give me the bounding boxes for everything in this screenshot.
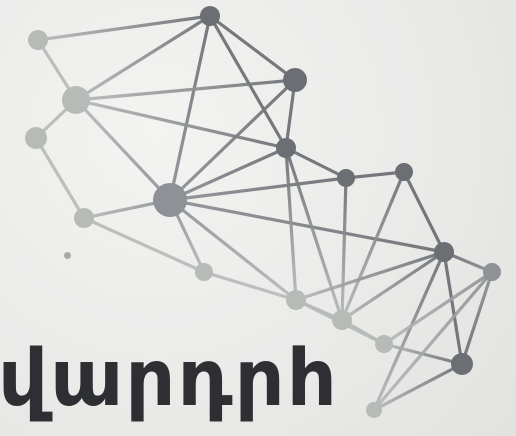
- network-node: [25, 127, 47, 149]
- network-edge: [462, 272, 492, 364]
- network-node: [286, 290, 306, 310]
- network-edge: [204, 272, 296, 300]
- network-node: [74, 208, 94, 228]
- network-node: [375, 335, 393, 353]
- network-node: [395, 163, 413, 181]
- network-node: [366, 402, 382, 418]
- network-edge: [76, 16, 210, 100]
- network-node: [451, 353, 473, 375]
- network-node: [483, 263, 501, 281]
- network-node: [195, 263, 213, 281]
- network-node: [283, 68, 307, 92]
- network-edge: [374, 364, 462, 410]
- network-edge: [170, 80, 295, 200]
- network-edge: [342, 178, 346, 320]
- network-node: [153, 183, 187, 217]
- network-edge: [36, 138, 84, 218]
- network-node: [200, 6, 220, 26]
- network-edge: [210, 16, 295, 80]
- network-edge: [84, 218, 204, 272]
- network-edge: [296, 252, 444, 300]
- network-node: [28, 30, 48, 50]
- network-edge: [38, 16, 210, 40]
- decorative-speck: [64, 252, 71, 259]
- network-edge: [76, 100, 286, 148]
- network-node: [337, 169, 355, 187]
- network-edge: [170, 16, 210, 200]
- network-edge: [76, 80, 295, 100]
- network-node: [276, 138, 296, 158]
- network-edge: [170, 200, 296, 300]
- network-node: [434, 242, 454, 262]
- network-edge: [404, 172, 444, 252]
- network-node: [62, 86, 90, 114]
- page-caption: վարդրհ: [0, 340, 339, 418]
- network-node: [332, 310, 352, 330]
- network-edge: [76, 100, 170, 200]
